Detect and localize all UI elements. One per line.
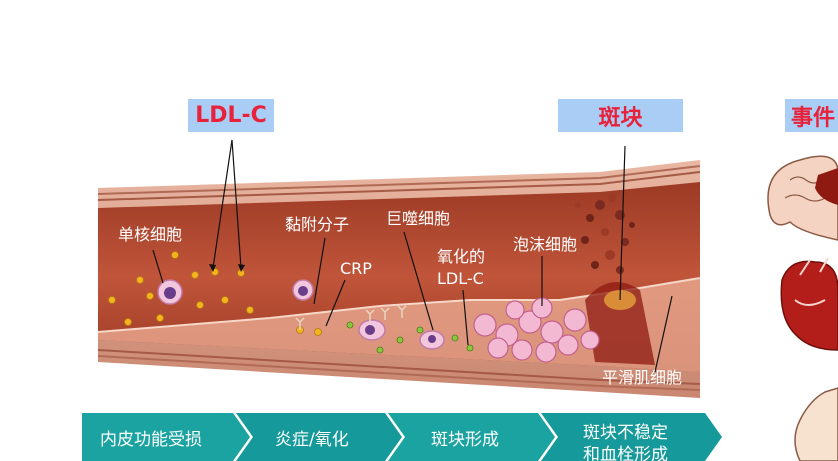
macrophage-label: 巨噬细胞 xyxy=(386,209,450,228)
stage-plaque-unstable-2: 和血栓形成 xyxy=(583,445,668,461)
leg-icon xyxy=(794,387,838,461)
stage-plaque-formation: 斑块形成 xyxy=(431,430,499,450)
events-label: 事件 xyxy=(785,99,838,132)
monocyte-label: 单核细胞 xyxy=(118,225,182,244)
macrophage-cell xyxy=(358,319,445,350)
brain-icon xyxy=(767,155,838,241)
foam-cells xyxy=(473,297,600,363)
stage-endothelial: 内皮功能受损 xyxy=(100,430,202,450)
adhesion-monocyte xyxy=(292,279,314,301)
ldl-particles xyxy=(108,251,322,336)
adhesion-molecule-label: 黏附分子 xyxy=(285,215,349,234)
monocyte-cell xyxy=(157,279,183,305)
smooth-muscle-label: 平滑肌细胞 xyxy=(602,368,682,387)
oxidized-ldl-label-2: LDL-C xyxy=(437,269,484,288)
stage-plaque-unstable-1: 斑块不稳定 xyxy=(583,423,668,443)
stage-bar xyxy=(82,413,722,461)
foam-cell-label: 泡沫细胞 xyxy=(513,235,577,254)
oxidized-ldl-label-1: 氧化的 xyxy=(437,247,485,266)
adhesion-molecules xyxy=(295,305,407,330)
ldl-c-label: LDL-C xyxy=(188,99,274,132)
ldl-c-text: LDL-C xyxy=(195,103,267,128)
events-text: 事件 xyxy=(791,105,836,131)
crp-label: CRP xyxy=(340,259,372,278)
heart-icon xyxy=(780,257,838,351)
plaque-text: 斑块 xyxy=(598,105,643,131)
pointer-lines xyxy=(152,139,673,373)
arrow-heads xyxy=(209,264,245,272)
plaque-label: 斑块 xyxy=(558,99,683,132)
stage-inflammation: 炎症/氧化 xyxy=(275,430,349,450)
